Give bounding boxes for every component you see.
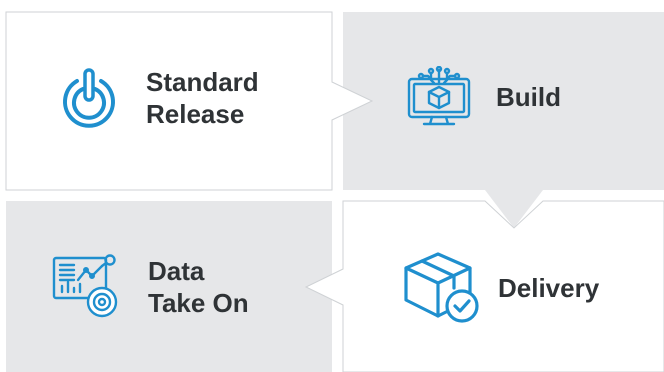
data-take-on-panel bbox=[6, 201, 332, 372]
step-label-line: Data bbox=[148, 256, 205, 286]
step-label-line: Take On bbox=[148, 288, 249, 318]
data-analytics-icon bbox=[52, 252, 130, 322]
step-label-line: Release bbox=[146, 99, 245, 129]
standard-release-panel bbox=[5, 11, 374, 191]
step-standard-release: Standard Release bbox=[58, 66, 259, 130]
power-icon bbox=[58, 67, 120, 129]
step-label-line: Delivery bbox=[498, 273, 600, 303]
build-panel bbox=[343, 12, 664, 190]
step-build: Build bbox=[404, 66, 561, 128]
build-down-arrow bbox=[485, 190, 543, 228]
computer-chip-icon bbox=[404, 66, 474, 128]
step-data-take-on: Data Take On bbox=[52, 252, 249, 322]
step-label-line: Standard bbox=[146, 67, 259, 97]
step-label-line: Build bbox=[496, 82, 561, 112]
package-check-icon bbox=[402, 250, 482, 326]
step-delivery: Delivery bbox=[402, 250, 599, 326]
delivery-panel bbox=[304, 200, 664, 372]
